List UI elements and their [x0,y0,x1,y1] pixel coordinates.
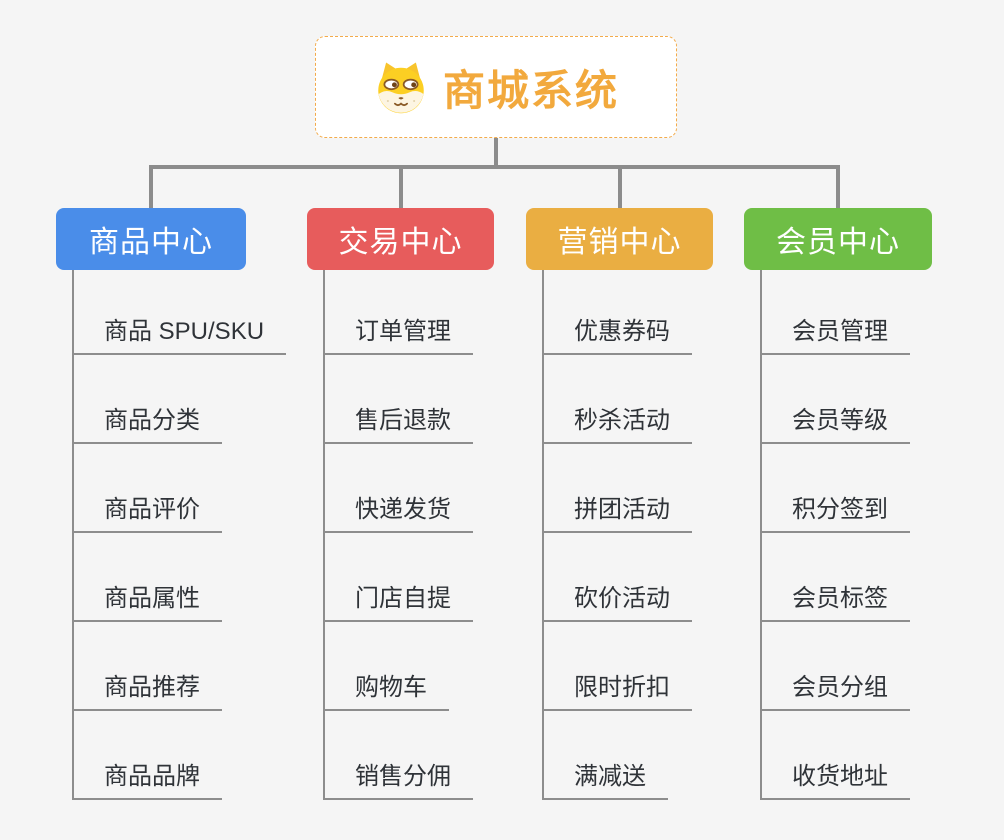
connector-drop-product-center [149,169,153,208]
list-item-slot: 限时折扣 [542,622,692,711]
subtopic-item[interactable]: 商品属性 [72,578,222,622]
branch-column-line [323,270,325,800]
branch-node-marketing-center[interactable]: 营销中心 [526,208,713,270]
list-item-slot: 商品品牌 [72,711,286,800]
subtopic-item[interactable]: 商品推荐 [72,667,222,711]
list-item-slot: 拼团活动 [542,444,692,533]
list-item-slot: 会员标签 [760,533,910,622]
subtopic-item[interactable]: 收货地址 [760,756,910,800]
subtopic-item[interactable]: 商品评价 [72,489,222,533]
subtopic-item[interactable]: 优惠券码 [542,311,692,355]
list-item-slot: 商品评价 [72,444,286,533]
branch-node-trade-center[interactable]: 交易中心 [307,208,494,270]
list-item-slot: 快递发货 [323,444,473,533]
branch-label: 营销中心 [557,226,682,259]
list-item-slot: 满减送 [542,711,692,800]
branch-column-trade-center: 订单管理售后退款快递发货门店自提购物车销售分佣 [323,266,473,800]
dog-face-icon [378,62,424,114]
subtopic-item[interactable]: 限时折扣 [542,667,692,711]
branch-column-marketing-center: 优惠券码秒杀活动拼团活动砍价活动限时折扣满减送 [542,266,692,800]
list-item-slot: 商品属性 [72,533,286,622]
list-item-slot: 销售分佣 [323,711,473,800]
connector-bus [149,165,840,169]
subtopic-item[interactable]: 销售分佣 [323,756,473,800]
root-title: 商城系统 [442,66,619,114]
branch-label: 商品中心 [89,226,213,259]
subtopic-item[interactable]: 拼团活动 [542,489,692,533]
list-item-slot: 优惠券码 [542,266,692,355]
branch-label: 交易中心 [338,226,463,259]
connector-drop-marketing-center [617,169,622,208]
subtopic-item[interactable]: 会员管理 [760,311,910,355]
branch-column-line [72,270,74,800]
list-item-slot: 收货地址 [760,711,910,800]
subtopic-item[interactable]: 门店自提 [323,578,473,622]
branch-column-member-center: 会员管理会员等级积分签到会员标签会员分组收货地址 [760,266,910,800]
subtopic-item[interactable]: 订单管理 [323,311,473,355]
subtopic-item[interactable]: 售后退款 [323,400,473,444]
list-item-slot: 订单管理 [323,266,473,355]
list-item-slot: 商品 SPU/SKU [72,266,287,355]
list-item-slot: 售后退款 [323,355,473,444]
list-item-slot: 砍价活动 [542,533,692,622]
subtopic-item[interactable]: 商品品牌 [72,756,222,800]
list-item-slot: 会员等级 [760,355,910,444]
list-item-slot: 商品推荐 [72,622,286,711]
list-item-slot: 会员管理 [760,266,910,355]
branch-node-member-center[interactable]: 会员中心 [744,208,932,270]
connector-drop-member-center [836,169,840,208]
list-item-slot: 积分签到 [760,444,910,533]
subtopic-item[interactable]: 积分签到 [760,489,910,533]
subtopic-item[interactable]: 满减送 [542,756,668,800]
subtopic-item[interactable]: 会员分组 [760,667,910,711]
subtopic-item[interactable]: 商品 SPU/SKU [72,311,287,355]
subtopic-item[interactable]: 秒杀活动 [542,400,692,444]
list-item-slot: 门店自提 [323,533,473,622]
branch-column-line [542,270,544,800]
branch-column-line [760,270,762,800]
connector-root-vertical [494,137,498,167]
branch-label: 会员中心 [776,226,900,259]
list-item-slot: 会员分组 [760,622,910,711]
list-item-slot: 秒杀活动 [542,355,692,444]
connector-drop-trade-center [398,169,403,208]
branch-node-product-center[interactable]: 商品中心 [56,208,246,270]
subtopic-item[interactable]: 购物车 [323,667,449,711]
subtopic-item[interactable]: 商品分类 [72,400,222,444]
subtopic-item[interactable]: 砍价活动 [542,578,692,622]
list-item-slot: 购物车 [323,622,473,711]
subtopic-item[interactable]: 会员标签 [760,578,910,622]
subtopic-item[interactable]: 会员等级 [760,400,910,444]
root-node[interactable]: 商城系统 [315,36,677,138]
subtopic-item[interactable]: 快递发货 [323,489,473,533]
branch-column-product-center: 商品 SPU/SKU 商品分类商品评价商品属性商品推荐商品品牌 [72,266,287,800]
list-item-slot: 商品分类 [72,355,286,444]
